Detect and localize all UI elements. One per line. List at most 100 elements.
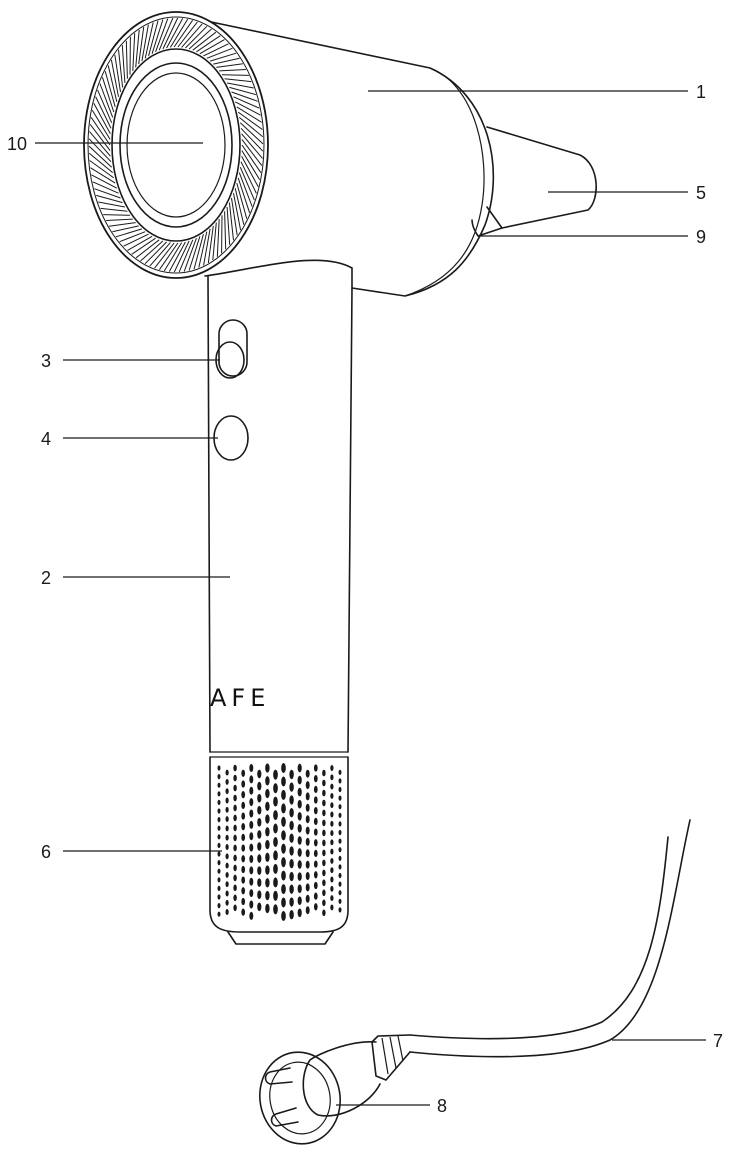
ring-fin: [148, 20, 159, 57]
callout-labels: 1 2 3 4 5 6 7 8 9 10: [7, 82, 723, 1116]
ring-fin: [209, 52, 237, 62]
ring-fin: [241, 139, 263, 166]
mesh-hole: [322, 869, 326, 877]
mesh-hole: [322, 909, 326, 917]
mesh-hole: [257, 866, 262, 875]
mesh-hole: [322, 819, 326, 827]
mesh-hole: [217, 817, 221, 823]
mesh-hole: [225, 769, 229, 776]
mesh-hole: [330, 802, 334, 809]
mesh-hole: [273, 836, 278, 848]
ring-fin: [94, 188, 121, 199]
mesh-hole: [297, 787, 302, 797]
handle: [207, 275, 353, 758]
mesh-hole: [338, 812, 342, 818]
ring-fin: [119, 231, 146, 243]
mesh-hole: [233, 784, 237, 792]
ring-fin: [118, 49, 124, 88]
ring-fin: [96, 194, 123, 204]
ring-fin: [89, 131, 111, 157]
mesh-hole: [338, 795, 342, 801]
round-button: [213, 415, 249, 461]
ring-fin: [158, 242, 179, 270]
mesh-hole: [241, 833, 246, 842]
mesh-hole: [330, 867, 334, 874]
ring-fin: [237, 111, 263, 130]
mesh-hole: [265, 788, 270, 799]
mesh-hole: [225, 778, 229, 785]
mesh-hole: [322, 839, 326, 847]
ring-fin: [185, 25, 208, 49]
mesh-hole: [281, 870, 286, 881]
ring-fin: [237, 177, 251, 213]
mesh-hole: [281, 884, 286, 895]
ring-fin: [89, 124, 111, 151]
ring-fin: [240, 127, 264, 152]
mesh-hole: [297, 836, 302, 845]
mesh-hole: [281, 843, 286, 854]
mesh-hole: [217, 877, 221, 883]
mesh-hole: [265, 801, 270, 811]
callout-9: 9: [696, 227, 706, 247]
mesh-hole: [241, 897, 246, 906]
callout-5: 5: [696, 183, 706, 203]
mesh-hole: [225, 797, 229, 804]
mesh-hole: [225, 844, 229, 850]
mesh-hole: [305, 860, 310, 869]
mesh-hole: [225, 862, 229, 869]
ring-fin: [110, 59, 119, 97]
ring-fin: [135, 239, 160, 259]
mesh-hole: [297, 811, 302, 821]
ring-fin: [144, 22, 154, 59]
mesh-hole: [257, 830, 262, 839]
mesh-hole: [330, 904, 334, 911]
mesh-hole: [265, 776, 270, 786]
ring-fin: [233, 96, 260, 109]
mesh-hole: [241, 823, 246, 831]
mesh-hole: [233, 764, 237, 772]
ring-fin: [193, 233, 204, 270]
mesh-hole: [338, 804, 342, 810]
ring-fin: [183, 238, 197, 272]
mesh-hole: [338, 786, 342, 793]
mesh-hole: [297, 775, 302, 785]
mesh-hole: [249, 775, 254, 784]
ring-fin: [103, 214, 131, 216]
mesh-hole: [225, 871, 229, 878]
mesh-hole: [241, 887, 246, 895]
mesh-hole: [305, 906, 310, 915]
mesh-hole: [273, 796, 278, 807]
ring-fin: [216, 219, 220, 257]
mesh-hole: [330, 848, 334, 855]
mesh-hole: [257, 854, 262, 863]
mesh-hole: [217, 885, 221, 892]
mesh-hole: [265, 814, 270, 824]
mesh-hole: [289, 833, 294, 843]
ring-fin: [212, 222, 217, 261]
ring-fin: [192, 31, 217, 51]
dryer-head: [177, 14, 495, 297]
mesh-hole: [217, 791, 221, 797]
mesh-hole: [297, 823, 302, 833]
mesh-hole: [338, 881, 342, 887]
mesh-hole: [305, 894, 310, 903]
mesh-hole: [225, 825, 229, 832]
mesh-hole: [322, 829, 326, 837]
mesh-hole: [233, 844, 237, 852]
rear-tail: [471, 126, 597, 237]
mesh-hole: [289, 820, 294, 831]
mesh-hole: [265, 827, 270, 837]
mesh-hole: [241, 876, 246, 884]
ring-fin: [241, 144, 262, 173]
mesh-hole: [297, 896, 302, 906]
ring-fin: [155, 18, 169, 52]
mesh-hole: [249, 809, 254, 818]
mesh-hole: [233, 814, 237, 822]
callout-2: 2: [41, 568, 51, 588]
ring-fin: [241, 155, 259, 187]
mesh-hole: [249, 843, 254, 852]
ring-fin: [224, 211, 227, 250]
mesh-hole: [217, 911, 221, 917]
mesh-hole: [281, 897, 286, 908]
